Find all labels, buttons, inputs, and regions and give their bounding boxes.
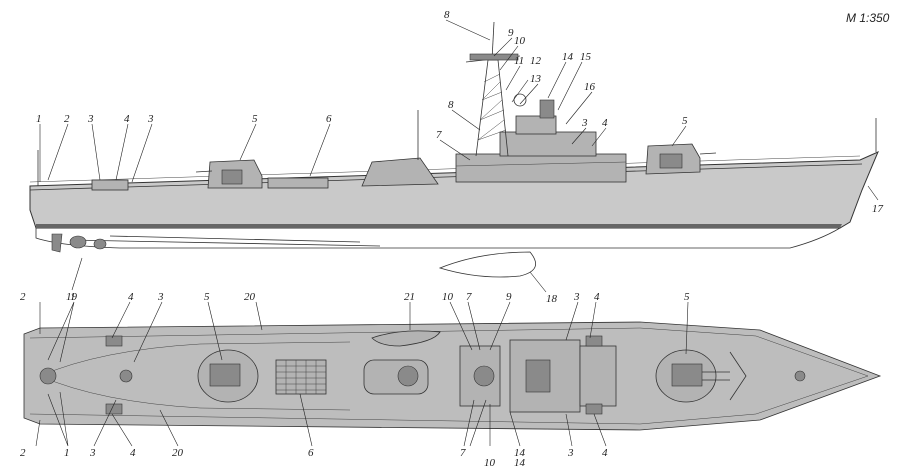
label-side-4b: 4 (602, 117, 608, 129)
propeller (69, 235, 87, 249)
lattice-mast (465, 21, 527, 157)
label-plan-21: 21 (404, 291, 415, 303)
label-side-13: 13 (530, 73, 542, 85)
label-plan-3b: 3 (573, 291, 580, 303)
label-plan-1b: 1 (64, 447, 70, 459)
label-plan-3c: 3 (89, 447, 96, 459)
side-leaders (39, 19, 879, 293)
prop-shaft-2 (109, 235, 361, 243)
plan-leaders (35, 301, 689, 447)
label-side-8: 8 (444, 9, 450, 21)
prop-shaft (69, 239, 381, 247)
label-side-5: 5 (252, 113, 258, 125)
label-plan-20: 20 (244, 291, 256, 303)
label-side-8b: 8 (448, 99, 454, 111)
label-plan-10b: 10 (484, 457, 496, 469)
label-plan-20b: 20 (172, 447, 184, 459)
label-side-15: 15 (580, 51, 592, 63)
label-side-14: 14 (562, 51, 574, 63)
label-plan-7: 7 (466, 291, 472, 303)
label-plan-4c: 4 (130, 447, 136, 459)
aft-deckhouse (91, 179, 129, 191)
label-side-2: 2 (64, 113, 70, 125)
label-plan-4b: 4 (594, 291, 600, 303)
label-plan-2b: 2 (20, 447, 26, 459)
label-side-18: 18 (546, 293, 558, 305)
forward-turret-plan (655, 349, 730, 403)
rudder (51, 233, 63, 253)
walkway (39, 341, 351, 411)
propeller-2 (93, 238, 107, 250)
aft-turret-plan (197, 349, 259, 403)
hull-plan (23, 321, 882, 431)
label-plan-14b: 14 (514, 457, 526, 469)
aft-turret (195, 159, 263, 189)
label-plan-1: 1 (70, 291, 76, 303)
funnel-plan (363, 359, 429, 395)
label-side-1: 1 (36, 113, 42, 125)
scale-label: M 1:350 (846, 11, 890, 25)
label-side-3: 3 (87, 113, 94, 125)
funnel-cap (397, 365, 419, 387)
label-plan-3: 3 (157, 291, 164, 303)
label-side-10: 10 (514, 35, 526, 47)
label-side-5b: 5 (682, 115, 688, 127)
label-side-9: 9 (508, 27, 514, 39)
label-side-3b: 3 (147, 113, 154, 125)
underwater-hull (35, 227, 842, 249)
label-plan-4d: 4 (602, 447, 608, 459)
hull-side (29, 151, 879, 229)
label-plan-5b: 5 (684, 291, 690, 303)
railing (29, 155, 861, 183)
deck-edge (29, 327, 869, 425)
label-plan-9: 9 (506, 291, 512, 303)
funnel (361, 157, 439, 187)
label-plan-4: 4 (128, 291, 134, 303)
label-side-19: 19 (66, 291, 78, 303)
boat-deck (267, 177, 329, 189)
side-view: 1 2 3 4 3 5 6 7 8 8 9 10 11 12 13 14 15 … (29, 9, 884, 305)
label-plan-14a: 14 (514, 447, 526, 459)
label-side-3c: 3 (581, 117, 588, 129)
bow-chevron (729, 351, 747, 401)
superstructure-plan (459, 339, 617, 413)
label-plan-2: 2 (20, 291, 26, 303)
label-plan-10: 10 (442, 291, 454, 303)
label-side-11: 11 (514, 55, 524, 67)
label-plan-5: 5 (204, 291, 210, 303)
label-side-7: 7 (436, 129, 442, 141)
aft-fittings (39, 335, 603, 415)
boot-topping (36, 224, 842, 228)
boat (371, 330, 441, 347)
capstan (794, 370, 806, 382)
label-plan-7b: 7 (460, 447, 466, 459)
forward-turret (645, 143, 717, 175)
label-plan-3d: 3 (567, 447, 574, 459)
label-side-4: 4 (124, 113, 130, 125)
sonar-fin (438, 251, 537, 278)
label-side-16: 16 (584, 81, 596, 93)
superstructure (455, 99, 627, 183)
label-plan-6: 6 (308, 447, 314, 459)
plan-view: 2 1 4 3 5 20 21 10 7 9 3 4 5 2 1 3 4 20 … (20, 291, 882, 469)
label-side-17: 17 (872, 203, 884, 215)
grid-rack (275, 359, 327, 395)
deck-line (29, 163, 863, 191)
label-side-12: 12 (530, 55, 542, 67)
label-side-6: 6 (326, 113, 332, 125)
